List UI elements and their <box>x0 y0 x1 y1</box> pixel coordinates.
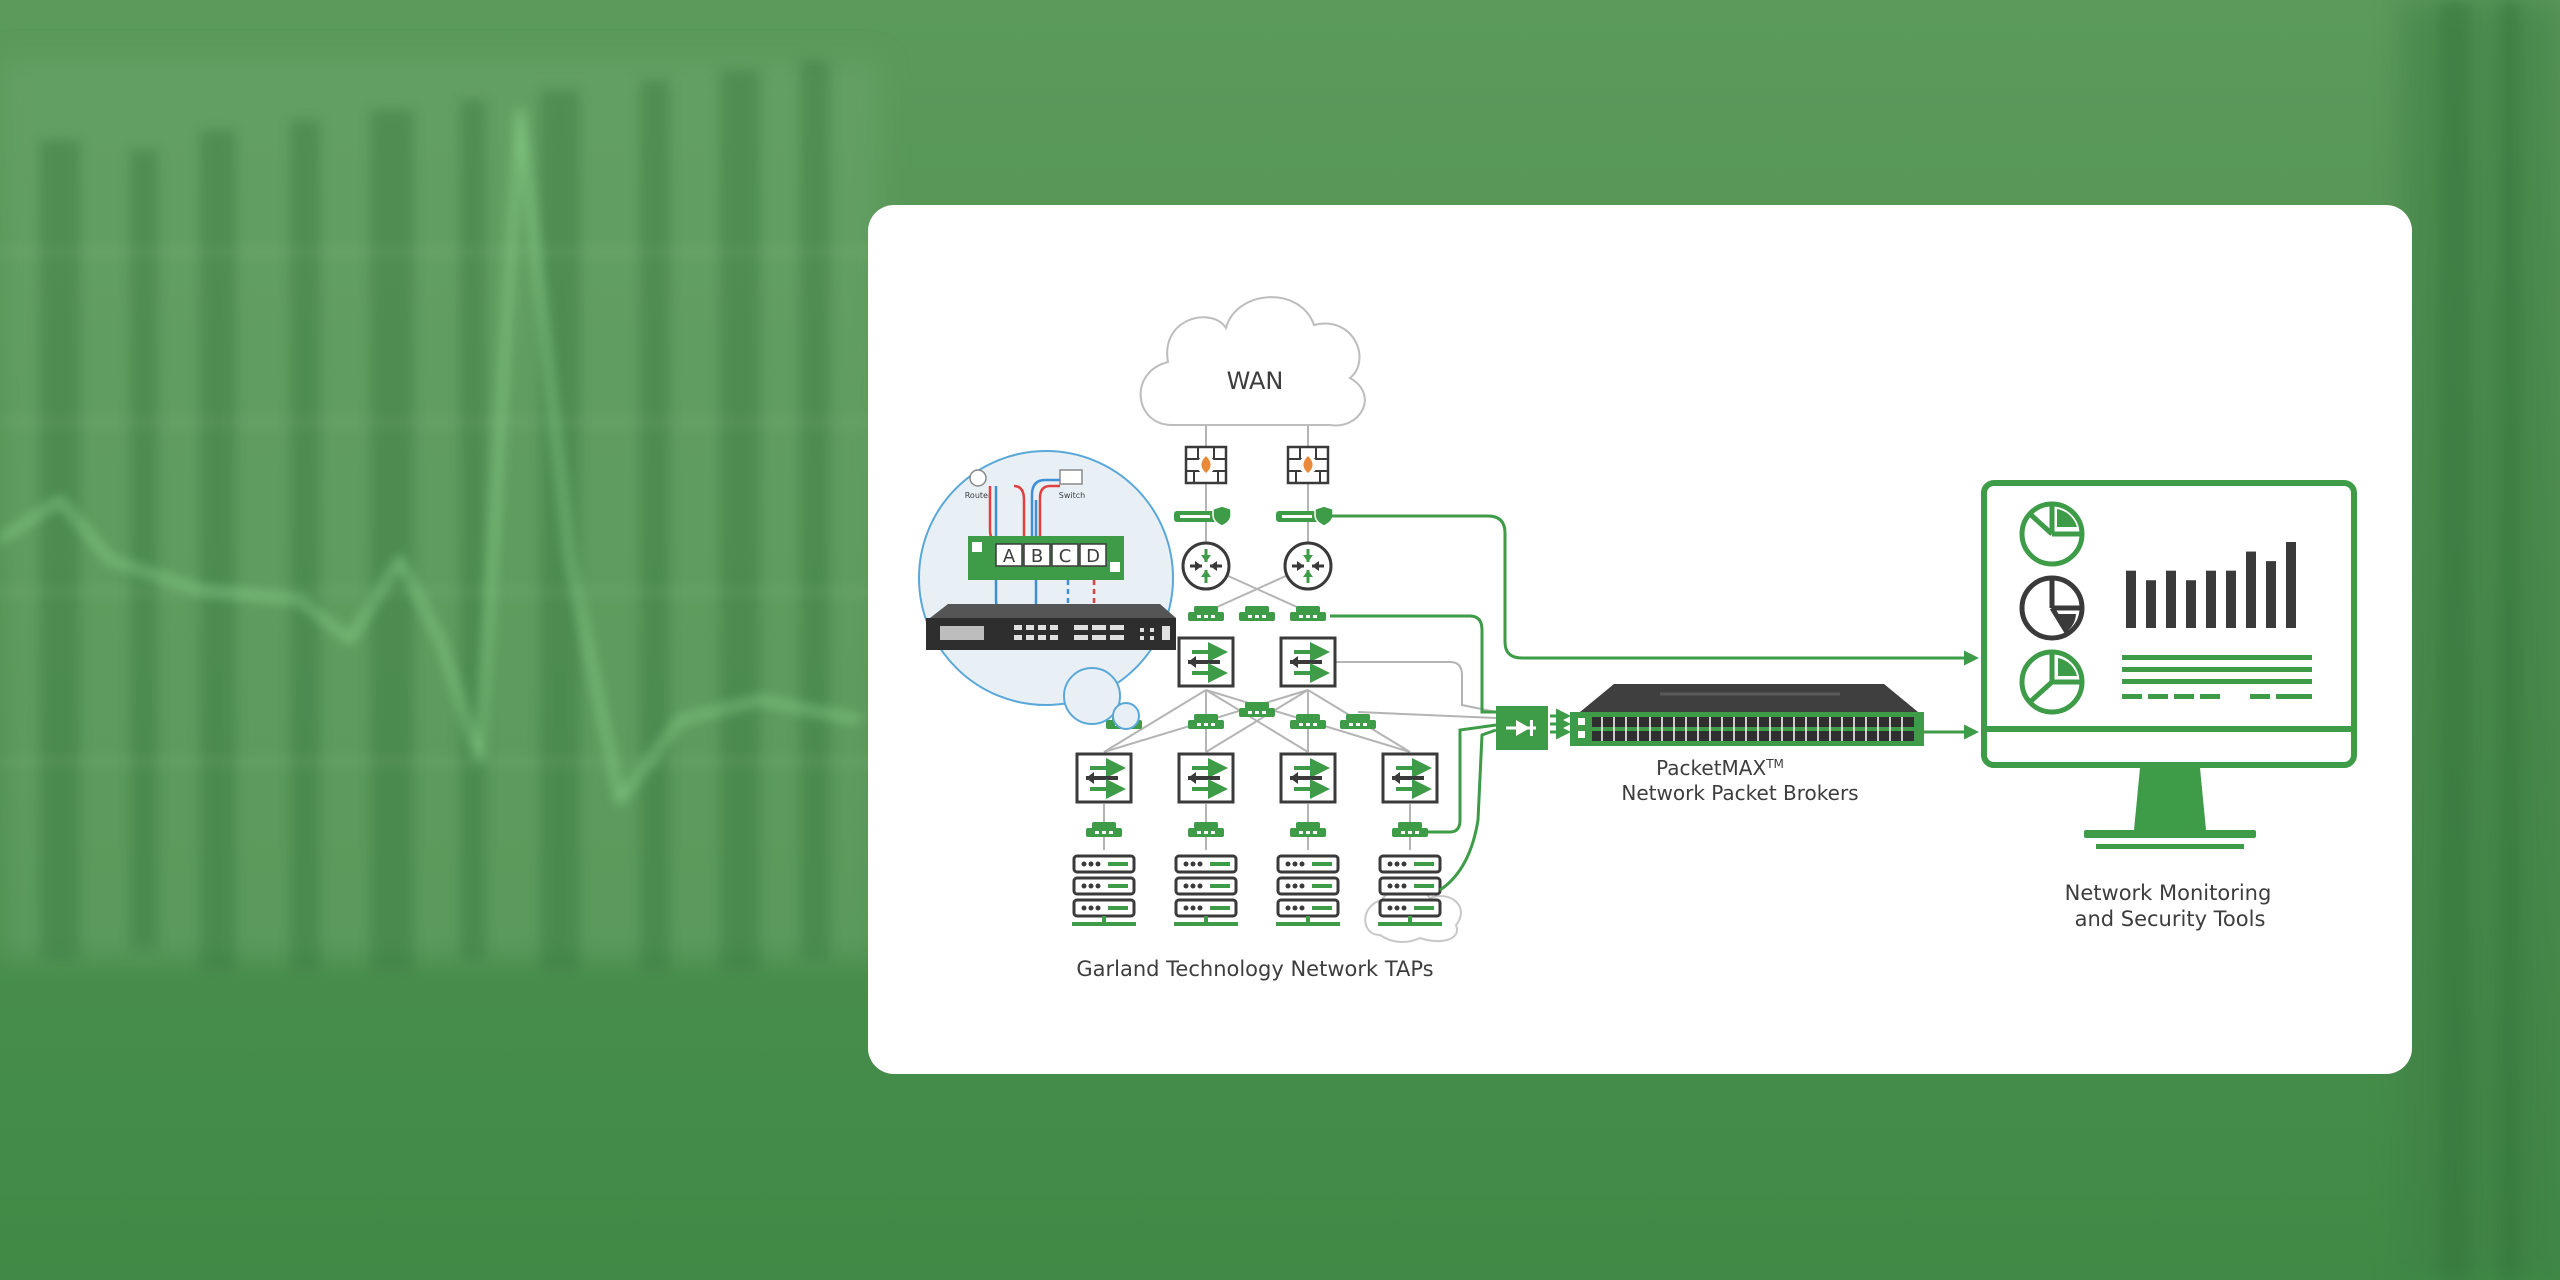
access-switch-icon <box>1281 754 1335 802</box>
firewall-icon <box>1286 445 1330 485</box>
tap-icon <box>1188 822 1224 837</box>
core-switch-icon <box>1179 638 1233 686</box>
tap-icon <box>1290 606 1326 621</box>
monitor-bar <box>2266 561 2276 628</box>
tools-label-line2: and Security Tools <box>2075 907 2266 931</box>
taps-label: Garland Technology Network TAPs <box>1076 957 1433 981</box>
monitor-bar <box>2126 570 2136 628</box>
monitor-bar <box>2286 542 2296 628</box>
router-icon <box>1181 541 1231 591</box>
port-d-label: D <box>1086 546 1100 567</box>
access-switch-icon <box>1077 754 1131 802</box>
server-icon <box>1070 854 1138 928</box>
security-appliance-icon <box>1173 505 1232 527</box>
tap-icon <box>1239 702 1275 717</box>
broker-sub-label: Network Packet Brokers <box>1621 781 1858 805</box>
tap-icon <box>1188 606 1224 621</box>
tap-icon <box>1392 822 1428 837</box>
wan-cloud: WAN <box>1139 296 1366 427</box>
monitor-feeds <box>1330 514 1979 892</box>
tap-ports: A B C D <box>995 543 1107 567</box>
bar-chart-icon <box>2126 542 2296 628</box>
server-icon <box>1376 854 1444 928</box>
broker-name-label: PacketMAXTM <box>1656 756 1784 780</box>
monitor-bar <box>2246 551 2256 628</box>
switch-mini-icon: Switch <box>1059 469 1085 500</box>
tools-label-line1: Network Monitoring <box>2065 881 2272 905</box>
access-switch-icon <box>1383 754 1437 802</box>
tap-icon <box>1290 822 1326 837</box>
port-b-label: B <box>1031 546 1043 567</box>
appliance-ports <box>1592 717 1914 741</box>
pie-chart-icon <box>2019 649 2085 715</box>
monitor-bar <box>2206 570 2216 628</box>
monitor-icon <box>1981 480 2357 849</box>
firewall-icon <box>1184 445 1228 485</box>
packetmax-appliance <box>1570 684 1924 746</box>
pie-chart-icon <box>2019 575 2085 641</box>
tap-detail-inset: Router Switch A B C D <box>918 450 1176 730</box>
pie-chart-icon <box>2019 501 2085 567</box>
server-icon <box>1172 854 1240 928</box>
monitor-bar <box>2226 570 2236 628</box>
svg-text:Router: Router <box>965 491 992 500</box>
table-lines-icon <box>2122 655 2312 699</box>
server-icon <box>1274 854 1342 928</box>
port-a-label: A <box>1003 546 1016 567</box>
cloud-server-group <box>1364 854 1462 943</box>
port-c-label: C <box>1059 546 1072 567</box>
aggregation-tap-icon <box>1496 706 1548 750</box>
router-mini-icon: Router <box>965 469 992 500</box>
tap-icon <box>1239 606 1275 621</box>
access-switch-icon <box>1179 754 1233 802</box>
tap-icon <box>1086 822 1122 837</box>
svg-text:Switch: Switch <box>1059 491 1085 500</box>
monitor-bar <box>2166 570 2176 628</box>
tap-icon <box>1340 714 1376 729</box>
monitor-bar <box>2186 580 2196 628</box>
wan-label: WAN <box>1227 367 1284 395</box>
monitor-bar <box>2146 580 2156 628</box>
router-icon <box>1283 541 1333 591</box>
core-switch-icon <box>1281 638 1335 686</box>
security-appliance-icon <box>1275 505 1334 527</box>
